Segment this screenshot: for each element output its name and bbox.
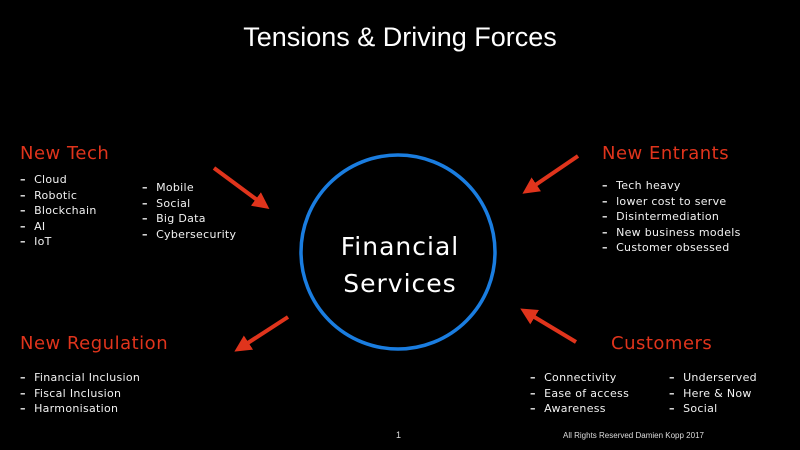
page-number: 1 (396, 430, 402, 440)
customers-heading: Customers (611, 333, 713, 354)
list-item: Harmonisation (20, 401, 140, 417)
list-item: Cloud (20, 172, 97, 188)
list-item: Disintermediation (602, 209, 741, 225)
center-label-line1: Financial (340, 232, 460, 261)
list-item: Cybersecurity (142, 227, 236, 243)
customers-list-b: Underserved Here & Now Social (669, 370, 757, 417)
arrow-new-entrants (522, 154, 580, 194)
customers-list-a: Connectivity Ease of access Awareness (530, 370, 629, 417)
list-item: Financial Inclusion (20, 370, 140, 386)
new-regulation-heading: New Regulation (20, 333, 169, 354)
list-item: Social (142, 196, 236, 212)
center-label-line2: Services (343, 269, 457, 298)
new-tech-list-b: Mobile Social Big Data Cybersecurity (142, 180, 236, 242)
list-item: Blockchain (20, 203, 97, 219)
new-regulation-list: Financial Inclusion Fiscal Inclusion Har… (20, 370, 140, 417)
new-entrants-list: Tech heavy lower cost to serve Disinterm… (602, 178, 741, 256)
list-item: Tech heavy (602, 178, 741, 194)
list-item: Fiscal Inclusion (20, 386, 140, 402)
new-entrants-heading: New Entrants (602, 143, 730, 164)
copyright-notice: All Rights Reserved Damien Kopp 2017 (563, 431, 704, 440)
arrow-customers (520, 308, 578, 344)
list-item: Robotic (20, 188, 97, 204)
list-item: Big Data (142, 211, 236, 227)
list-item: Social (669, 401, 757, 417)
center-label: Financial Services (300, 228, 500, 302)
list-item: Mobile (142, 180, 236, 196)
list-item: AI (20, 219, 97, 235)
list-item: Ease of access (530, 386, 629, 402)
arrow-new-tech (212, 166, 270, 209)
list-item: Here & Now (669, 386, 757, 402)
new-tech-heading: New Tech (20, 143, 110, 164)
page-title: Tensions & Driving Forces (243, 22, 557, 52)
list-item: Awareness (530, 401, 629, 417)
list-item: Connectivity (530, 370, 629, 386)
center-circle (299, 153, 497, 351)
arrow-new-regulation (234, 315, 290, 352)
list-item: lower cost to serve (602, 194, 741, 210)
list-item: Underserved (669, 370, 757, 386)
new-tech-list-a: Cloud Robotic Blockchain AI IoT (20, 172, 97, 250)
list-item: New business models (602, 225, 741, 241)
list-item: Customer obsessed (602, 240, 741, 256)
list-item: IoT (20, 234, 97, 250)
